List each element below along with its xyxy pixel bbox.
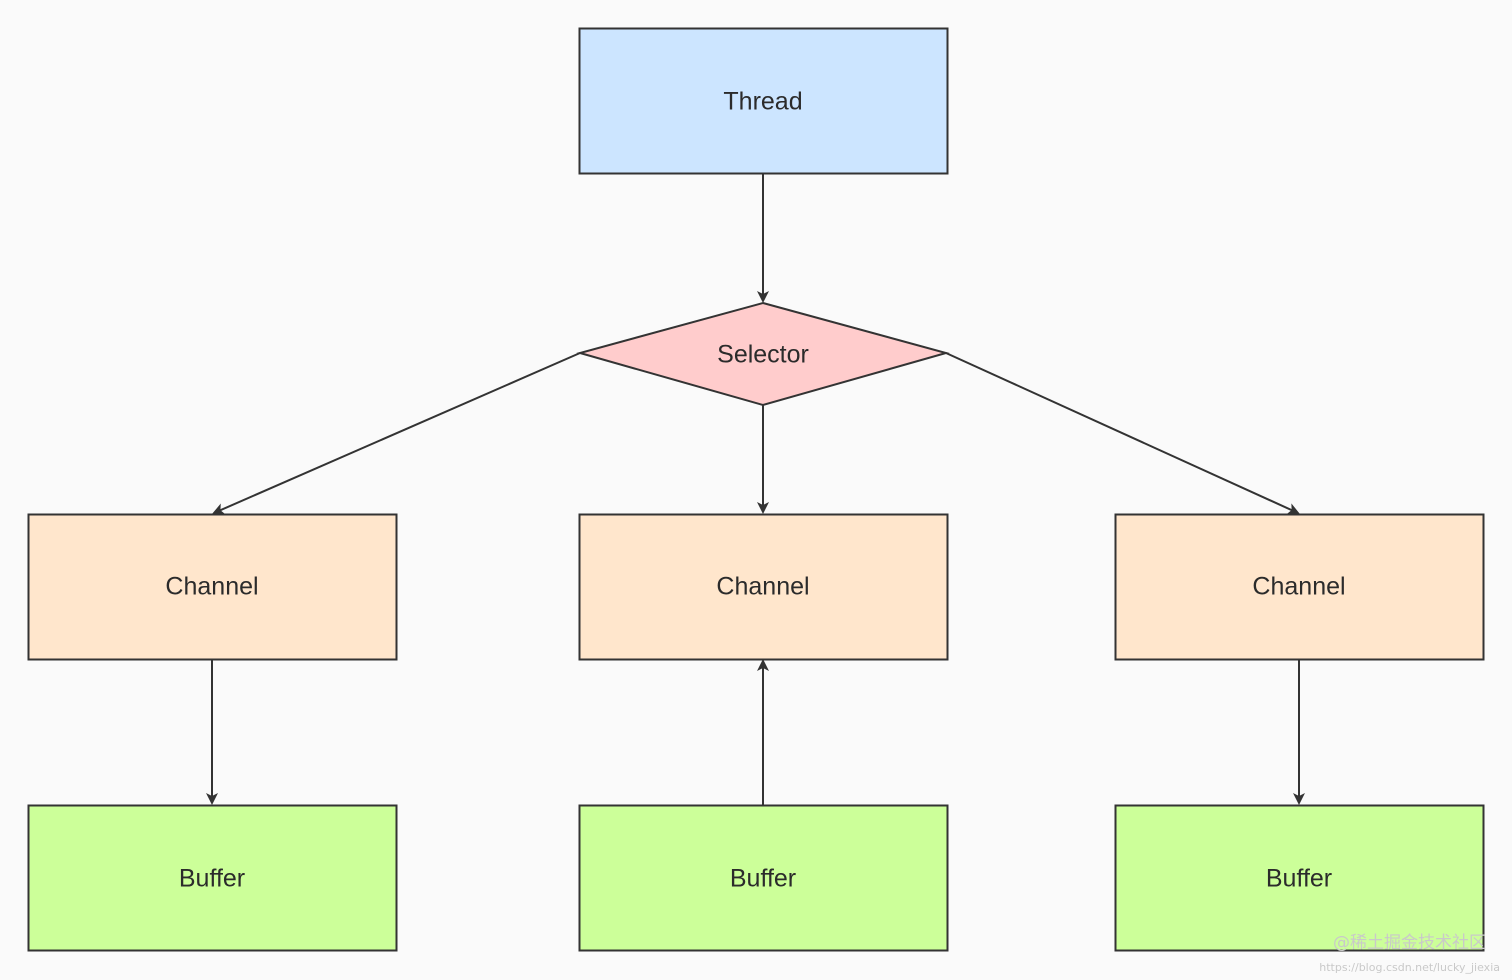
buffer-right-box [1114, 804, 1485, 952]
channel-right-box [1114, 513, 1485, 661]
channel-left-box [27, 513, 398, 661]
channel-left-node: Channel [27, 513, 398, 661]
channel-left-label: Channel [165, 573, 258, 601]
selector-node: Selector [576, 301, 950, 407]
channel-middle-label: Channel [716, 573, 809, 601]
edge-selector-to-channel-right [945, 352, 1300, 515]
watermark-site: @稀土掘金技术社区 [1333, 933, 1486, 953]
edges [206, 174, 1305, 805]
channel-middle-node: Channel [578, 513, 949, 661]
watermark-url: https://blog.csdn.net/lucky_jiexia [1319, 961, 1500, 974]
thread-label: Thread [723, 88, 802, 116]
channel-middle-box [578, 513, 949, 661]
channel-right-node: Channel [1114, 513, 1485, 661]
selector-label: Selector [717, 341, 809, 369]
buffer-left-node: Buffer [27, 804, 398, 952]
thread-box [578, 27, 949, 175]
buffer-middle-box [578, 804, 949, 952]
thread-node: Thread [578, 27, 949, 175]
buffer-right-node: Buffer [1114, 804, 1485, 952]
selector-diamond [576, 301, 950, 407]
channel-right-label: Channel [1252, 573, 1345, 601]
edge-selector-to-channel-left [212, 352, 581, 515]
buffer-right-label: Buffer [1266, 865, 1332, 893]
buffer-left-box [27, 804, 398, 952]
buffer-middle-label: Buffer [730, 865, 796, 893]
buffer-left-label: Buffer [179, 865, 245, 893]
buffer-middle-node: Buffer [578, 804, 949, 952]
